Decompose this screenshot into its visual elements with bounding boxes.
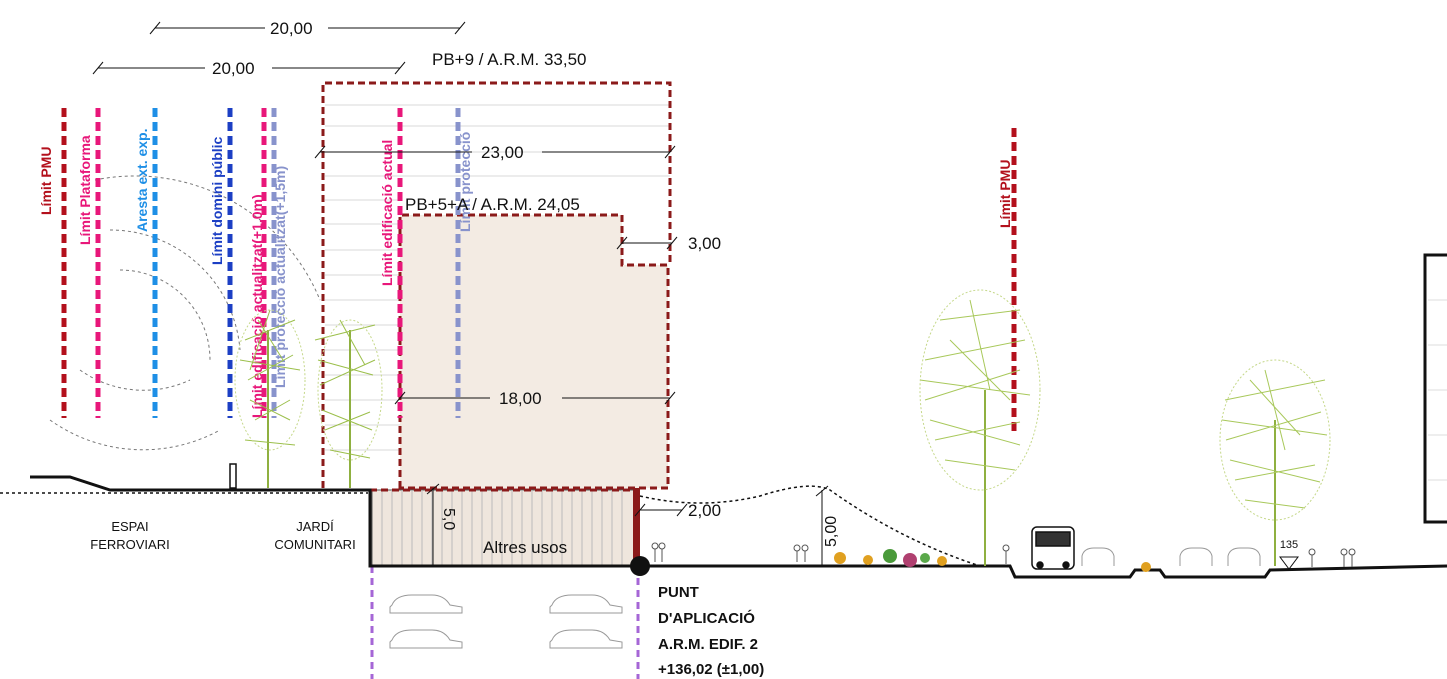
dim-basement-height: 5,0 [440, 508, 457, 530]
facade-wall [633, 488, 640, 566]
adjacent-building [1423, 253, 1447, 524]
application-point-marker [630, 556, 650, 576]
tree-street-1 [919, 289, 1041, 566]
post-marker [229, 463, 237, 489]
label-limit-pmu-left: Límit PMU [38, 147, 54, 215]
dim-top-20-a: 20,00 [270, 19, 313, 38]
tree-garden-1 [234, 309, 306, 488]
terrain-slope-dotted [639, 485, 981, 567]
ground-line [30, 475, 1447, 579]
dim-slope-height: 5,00 [823, 516, 840, 547]
label-edificacio-actual: Límit edificació actual [379, 140, 395, 286]
shrubs [834, 549, 1151, 572]
lower-building-volume [398, 213, 670, 490]
label-domini-public: Límit domini públic [209, 136, 225, 265]
dimension-lines [92, 21, 829, 566]
label-aresta: Aresta ext. exp. [134, 129, 150, 233]
dim-top-20-b: 20,00 [212, 59, 255, 78]
level-marker-triangle [1279, 556, 1299, 570]
application-point-line3: A.R.M. EDIF. 2 [658, 636, 758, 653]
label-edificacio-actualitzat: Límit edificació actualitzat(+1,0m) [249, 194, 265, 418]
upper-building-envelope [321, 81, 672, 488]
espai-label-2: FERROVIARI [90, 537, 169, 552]
level-marker-label: 135 [1280, 539, 1298, 551]
dim-23: 23,00 [481, 143, 524, 162]
application-point-line1: PUNT [658, 584, 699, 601]
limit-lines [61, 108, 1017, 436]
level-lower: PB+5+A / A.R.M. 24,05 [405, 195, 580, 214]
tree-garden-2 [314, 319, 383, 488]
dim-2: 2,00 [688, 501, 721, 520]
label-proteccio-actualitzat: Límit protecció actualitzat(+1,5m) [272, 166, 288, 388]
application-point-line2: D'APLICACIÓ [658, 609, 755, 627]
altres-usos-label: Altres usos [483, 538, 567, 557]
street-cars [1081, 547, 1261, 566]
pedestrians [651, 542, 1356, 567]
level-upper: PB+9 / A.R.M. 33,50 [432, 50, 587, 69]
dim-3: 3,00 [688, 234, 721, 253]
jardi-label-2: COMUNITARI [274, 537, 355, 552]
label-limit-plataforma: Límit Plataforma [77, 135, 93, 245]
dim-18: 18,00 [499, 389, 542, 408]
label-limit-pmu-right: Límit PMU [997, 160, 1013, 228]
bus [1031, 526, 1075, 570]
tree-street-2 [1219, 359, 1331, 566]
jardi-label-1: JARDÍ [296, 519, 334, 534]
espai-label-1: ESPAI [111, 519, 148, 534]
parking-level [389, 594, 623, 649]
label-proteccio: Límit protecció [457, 132, 473, 232]
basement-hatch [381, 490, 623, 566]
application-point-line4: +136,02 (±1,00) [658, 661, 764, 678]
